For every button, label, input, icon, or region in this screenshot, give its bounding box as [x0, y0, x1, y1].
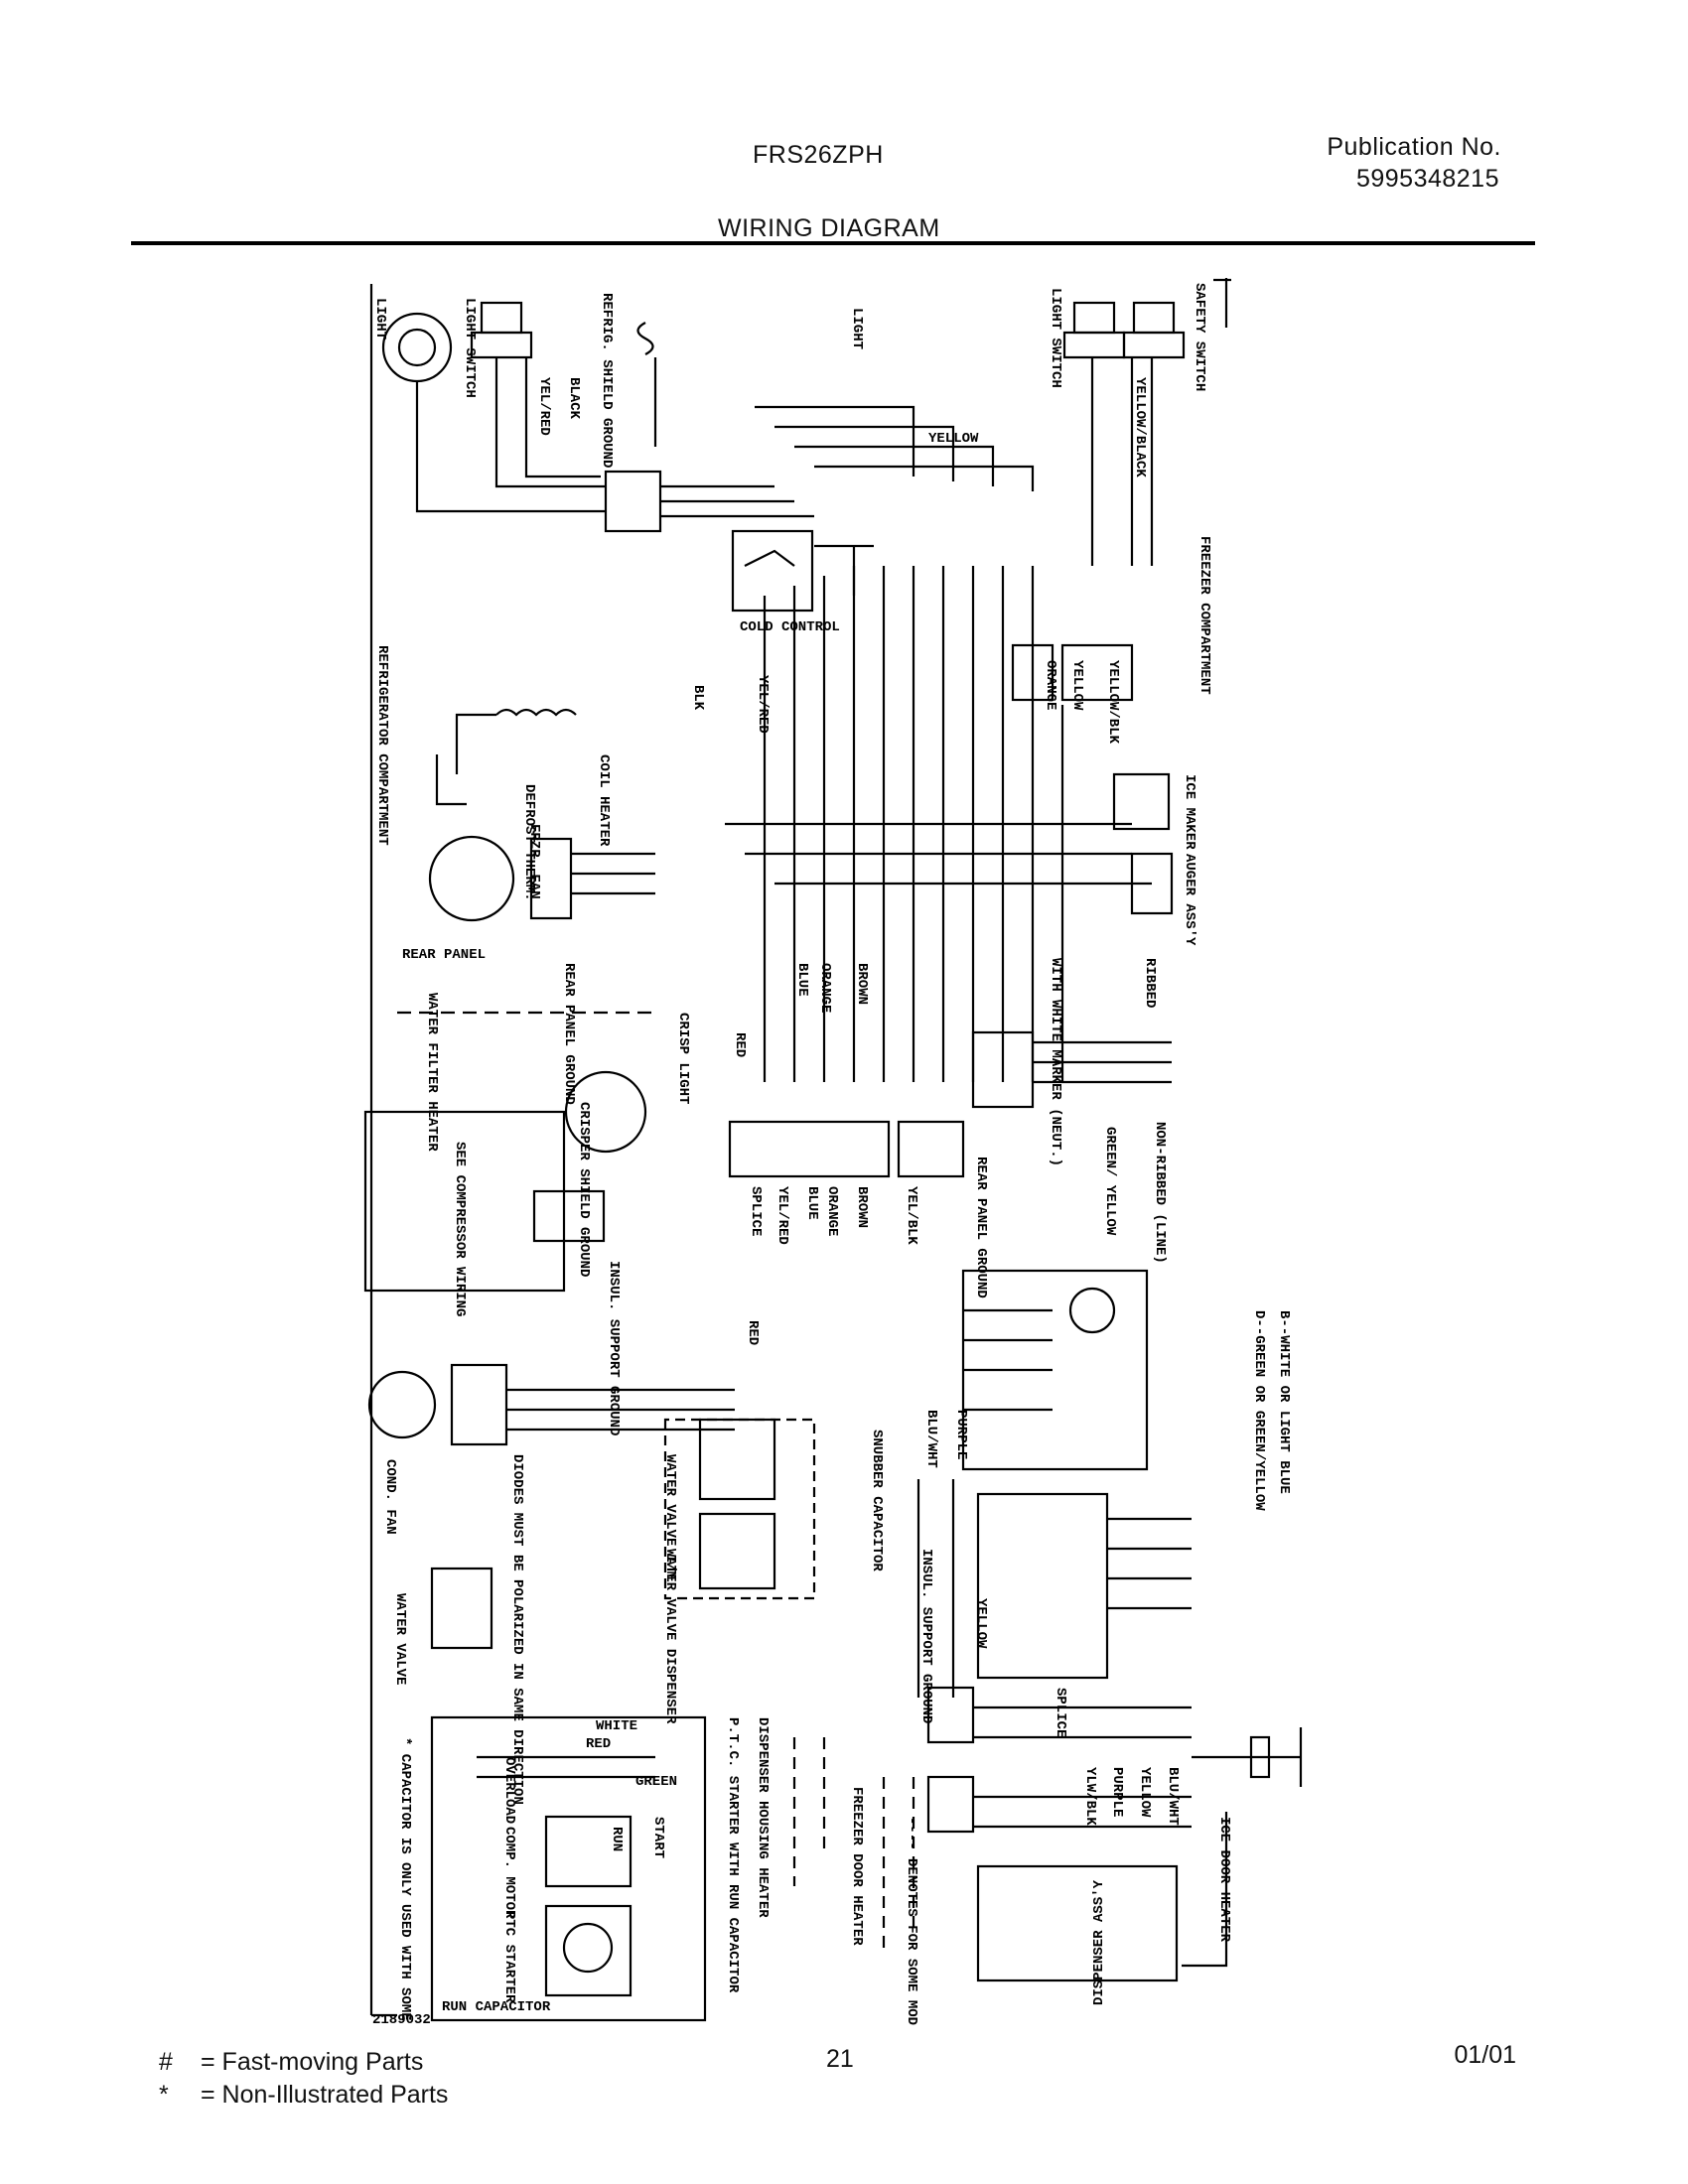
label-orange-3: ORANGE [824, 1186, 840, 1236]
label-color-legend-b: B--WHITE OR LIGHT BLUE [1276, 1310, 1292, 1494]
label-refrigerator-compartment: REFRIGERATOR COMPARTMENT [374, 645, 390, 846]
label-yellow-3: YELLOW [973, 1598, 989, 1649]
label-snubber-capacitor: SNUBBER CAPACITOR [869, 1430, 885, 1571]
label-insul-support-ground-1: INSUL. SUPPORT GROUND [606, 1261, 622, 1435]
label-blk-1: BLK [690, 685, 706, 711]
label-red-1: RED [732, 1032, 748, 1057]
label-ptc-starter: PTC STARTER [501, 1911, 517, 2003]
label-brown-1: BROWN [854, 963, 870, 1005]
label-blu-wht-1: BLU/WHT [923, 1410, 939, 1468]
label-freezer-door-heater: FREEZER DOOR HEATER [849, 1787, 865, 1946]
label-run: RUN [609, 1827, 625, 1851]
label-frzr-fan: FRZR. FAN [526, 824, 542, 899]
label-water-valve-dispenser: WATER VALVE DISPENSER [662, 1549, 678, 1724]
label-yel-red-3: YEL/RED [774, 1186, 790, 1245]
label-purple-1: PURPLE [953, 1410, 969, 1459]
label-yellow-1: YELLOW [928, 431, 979, 447]
label-denotes-note: ---- DENOTES FOR SOME MODELS ONLY. [904, 1817, 919, 2025]
label-green: GREEN [635, 1774, 677, 1790]
label-water-valve-im: WATER VALVE I/M [662, 1454, 678, 1579]
label-cond-fan: COND. FAN [382, 1459, 398, 1535]
label-insul-support-ground-2: INSUL. SUPPORT GROUND [918, 1549, 934, 1723]
label-drawing-number: 2189032 [372, 2012, 431, 2025]
legend-text: = Fast-moving Parts [201, 2048, 424, 2076]
label-green-yellow: GREEN/ YELLOW [1102, 1127, 1118, 1236]
label-white: WHITE [596, 1718, 637, 1734]
label-light-1: LIGHT [372, 298, 388, 340]
label-run-capacitor: RUN CAPACITOR [442, 1999, 551, 2015]
label-safety-switch: SAFETY SWITCH [1192, 283, 1207, 391]
diagram-title: WIRING DIAGRAM [718, 214, 940, 242]
legend-non-illustrated: * = Non-Illustrated Parts [159, 2081, 448, 2110]
diagram-wiring [363, 278, 1303, 2022]
publication-number: 5995348215 [1355, 165, 1499, 193]
label-splice-1: SPLICE [748, 1186, 764, 1236]
label-blu-wht-2: BLU/WHT [1165, 1767, 1181, 1826]
label-ylw-blk: YLW/BLK [1082, 1767, 1098, 1826]
label-see-compressor-wiring: SEE COMPRESSOR WIRING [452, 1142, 468, 1316]
label-light-switch-2: LIGHT SWITCH [1048, 288, 1063, 388]
label-blue-1: BLUE [794, 963, 810, 997]
label-red-3: RED [586, 1736, 611, 1752]
label-ice-maker: ICE MAKER [1182, 774, 1197, 850]
label-black-1: BLACK [566, 377, 582, 420]
label-diodes-note: DIODES MUST BE POLARIZED IN SAME DIRECTI… [509, 1454, 525, 1805]
label-coil-heater: COIL HEATER [596, 754, 612, 847]
label-splice-2: SPLICE [1053, 1688, 1068, 1737]
label-crisper-shield-ground: CRISPER SHIELD GROUND [576, 1102, 592, 1277]
model-number: FRS26ZPH [753, 141, 884, 169]
label-ptc-starter-with-run-capacitor: P.T.C. STARTER WITH RUN CAPACITOR [725, 1717, 741, 1993]
label-yel-red-1: YEL/RED [536, 377, 552, 436]
label-dispenser-housing-heater: DISPENSER HOUSING HEATER [755, 1717, 771, 1918]
legend-symbol: # [159, 2048, 173, 2076]
label-comp-motor: COMP. MOTOR [501, 1827, 517, 1919]
label-light-switch-1: LIGHT SWITCH [462, 298, 478, 398]
label-auger-assy: AUGER ASS'Y [1182, 854, 1197, 946]
label-start: START [650, 1817, 666, 1858]
legend-fast-moving: # = Fast-moving Parts [159, 2048, 423, 2077]
label-yel-red-2: YEL/RED [755, 675, 771, 734]
label-defrost-therm: DEFROST THERM. [521, 784, 537, 901]
label-crisp-light: CRISP LIGHT [675, 1013, 691, 1104]
label-brown-2: BROWN [854, 1186, 870, 1228]
label-purple-2: PURPLE [1109, 1767, 1125, 1817]
header-rule [131, 241, 1535, 245]
label-ribbed: RIBBED [1142, 958, 1158, 1008]
label-cold-control: COLD CONTROL [740, 619, 840, 635]
revision-date: 01/01 [1454, 2041, 1516, 2069]
label-orange-1: ORANGE [1043, 660, 1058, 710]
label-rear-panel: REAR PANEL [402, 947, 486, 963]
legend-text: = Non-Illustrated Parts [201, 2081, 449, 2109]
publication-label: Publication No. [1327, 133, 1501, 161]
label-capacitor-note: * CAPACITOR IS ONLY USED WITH SOME P.T.C… [397, 1737, 413, 2025]
label-freezer-compartment: FREEZER COMPARTMENT [1196, 536, 1212, 695]
label-water-filter-heater: WATER FILTER HEATER [424, 993, 440, 1152]
label-blue-2: BLUE [804, 1186, 820, 1220]
label-red-2: RED [745, 1320, 761, 1345]
label-yellow-black: YELLOW/BLACK [1132, 377, 1148, 478]
label-white-marker: WITH WHITE MARKER (NEUT.) [1048, 958, 1063, 1166]
label-rear-panel-ground-2: REAR PANEL GROUND [973, 1157, 989, 1298]
label-dispenser-assy: DISPENSER ASS'Y [1091, 1879, 1107, 2005]
label-refrig-shield-ground: REFRIG. SHIELD GROUND [599, 293, 615, 468]
page-number: 21 [826, 2045, 854, 2073]
label-overload: OVERLOAD [501, 1757, 517, 1824]
label-non-ribbed-line: NON-RIBBED (LINE) [1152, 1122, 1168, 1264]
label-light-2: LIGHT [849, 308, 865, 349]
label-yel-blk: YEL/BLK [904, 1186, 919, 1245]
label-color-legend-d: D--GREEN OR GREEN/YELLOW [1251, 1310, 1267, 1511]
label-water-valve: WATER VALVE [392, 1593, 408, 1685]
label-yellow-2: YELLOW [1069, 660, 1085, 711]
label-yellow-blk: YELLOW/BLK [1105, 660, 1121, 745]
diagram-labels: LIGHT LIGHT SWITCH REFRIG. SHIELD GROUND… [372, 283, 1292, 2025]
legend-symbol: * [159, 2081, 169, 2109]
label-rear-panel-ground-1: REAR PANEL GROUND [561, 963, 577, 1105]
label-ice-door-heater: ICE DOOR HEATER [1216, 1817, 1232, 1943]
label-orange-2: ORANGE [817, 963, 833, 1013]
wiring-diagram: LIGHT LIGHT SWITCH REFRIG. SHIELD GROUND… [363, 278, 1303, 2025]
label-yellow-4: YELLOW [1137, 1767, 1153, 1818]
